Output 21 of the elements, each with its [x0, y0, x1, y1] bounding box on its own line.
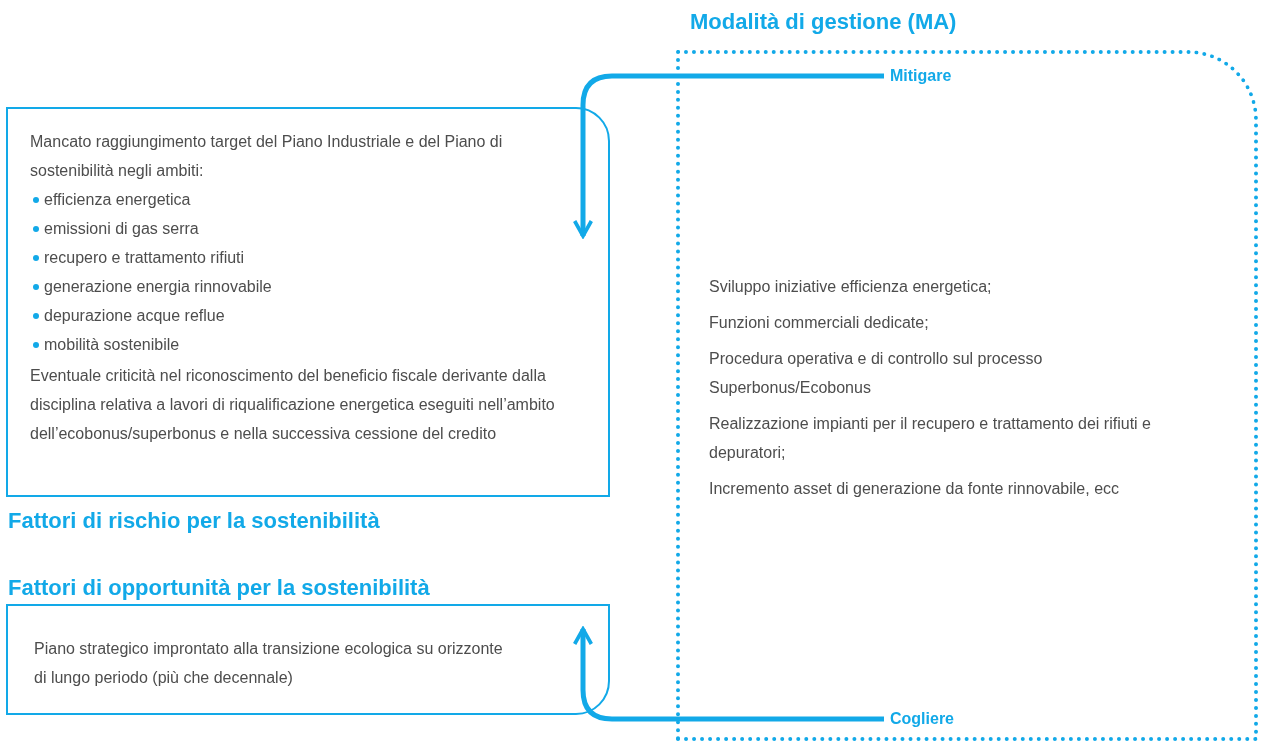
opportunity-heading: Fattori di opportunità per la sostenibilità	[8, 574, 430, 602]
risk-area-item: depurazione acque reflue	[44, 306, 225, 326]
risk-area-item: efficienza energetica	[44, 190, 191, 210]
management-item: Funzioni commerciali dedicate;	[709, 313, 930, 333]
management-item: Incremento asset di generazione da fonte rinnovabile, ecc	[709, 479, 1121, 499]
panel-heading: Modalità di gestione (MA)	[690, 8, 957, 36]
arrow	[572, 73, 884, 238]
action-label: Cogliere	[888, 708, 956, 730]
risk-description: Mancato raggiungimento target del Piano Industriale e del Piano di sostenibilità negli ambiti:	[30, 132, 504, 181]
action-label: Mitigare	[888, 65, 954, 87]
risk-area-item: mobilità sostenibile	[44, 335, 180, 355]
management-item: Realizzazione impianti per il recupero e trattamento dei rifiuti e depuratori;	[709, 414, 1152, 463]
management-item: Procedura operativa e di controllo sul processo Superbonus/Ecobonus	[709, 349, 1044, 398]
management-item: Sviluppo iniziative efficienza energetica;	[709, 277, 993, 297]
risk-area-item: generazione energia rinnovabile	[44, 277, 272, 297]
arrow	[572, 627, 884, 722]
risk-heading: Fattori di rischio per la sostenibilità	[8, 507, 380, 535]
risk-description: Eventuale criticità nel riconoscimento del beneficio fiscale derivante dalla disciplina relativa a lavori di riqualificazione energetica eseguiti nell’ambito dell’ecobonus/superbonus e nella successiva cessione del credito	[30, 366, 556, 444]
risk-area-item: recupero e trattamento rifiuti	[44, 248, 245, 268]
opportunity-description: Piano strategico improntato alla transizione ecologica su orizzonte di lungo periodo (più che decennale)	[34, 639, 504, 688]
risk-area-item: emissioni di gas serra	[44, 219, 199, 239]
